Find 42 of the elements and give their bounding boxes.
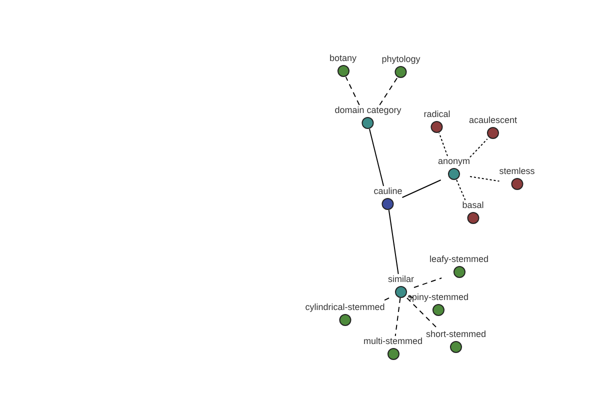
connector-line xyxy=(394,298,401,336)
graph-node xyxy=(364,336,422,360)
node-label: similar xyxy=(388,274,414,285)
node-label: cauline xyxy=(374,186,402,197)
graph-node xyxy=(462,200,484,224)
connector-line xyxy=(402,180,442,198)
connector-line xyxy=(406,294,414,298)
node-label: stemless xyxy=(499,166,535,177)
graph-node xyxy=(329,53,357,77)
node-label: cylindrical-stemmed xyxy=(305,302,385,313)
node-label: acaulescent xyxy=(468,115,518,126)
node-label: spiny-stemmed xyxy=(407,292,469,303)
graph-node xyxy=(429,254,489,278)
connector-line xyxy=(345,76,360,106)
graph-node xyxy=(407,292,469,316)
connector-line xyxy=(470,138,488,158)
graph-node xyxy=(426,329,486,353)
graph-node xyxy=(499,166,535,190)
node-label: anonym xyxy=(438,156,470,167)
graph-node xyxy=(305,302,385,326)
connector-line xyxy=(388,210,399,274)
node-label: leafy-stemmed xyxy=(429,254,489,265)
graph-node xyxy=(438,156,470,180)
graph-node xyxy=(382,54,420,78)
connector-line xyxy=(456,180,466,200)
node-label: phytology xyxy=(382,54,420,65)
connector-line xyxy=(438,132,448,156)
graph-node xyxy=(424,109,450,133)
graph-node xyxy=(468,115,518,139)
node-label: basal xyxy=(462,200,484,211)
connector-line xyxy=(368,128,384,186)
node-label: short-stemmed xyxy=(426,329,486,340)
connector-line xyxy=(470,176,500,182)
graph-node xyxy=(374,186,402,210)
node-label: radical xyxy=(424,109,450,120)
connector-line xyxy=(406,298,438,330)
node-label: botany xyxy=(329,53,357,64)
connector-line xyxy=(379,78,398,106)
node-label: multi-stemmed xyxy=(364,336,422,347)
node-label: domain category xyxy=(334,105,402,116)
graph-node xyxy=(334,105,402,129)
connector-line xyxy=(414,278,442,288)
